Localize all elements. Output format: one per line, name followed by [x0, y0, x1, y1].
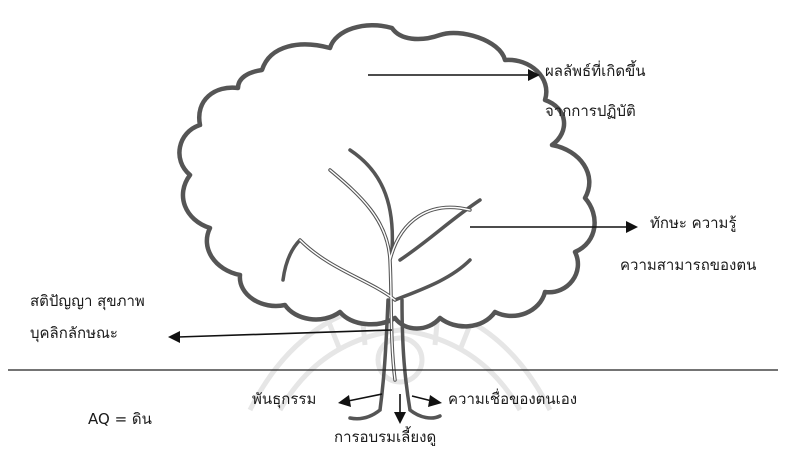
arrow-genetics: [338, 394, 382, 407]
label-upbringing: การอบรมเลี้ยงดู: [334, 428, 436, 446]
label-skills-line1: ทักษะ ความรู้: [650, 214, 737, 232]
label-results-line2: จากการปฏิบัติ: [545, 102, 636, 120]
label-results-line1: ผลลัพธ์ที่เกิดขึ้น: [545, 62, 646, 80]
arrow-self-belief: [412, 395, 442, 407]
label-self-belief: ความเชื่อของตนเอง: [448, 390, 577, 408]
label-genetics: พันธุกรรม: [252, 390, 316, 408]
label-intellect-line2: บุคลิกลักษณะ: [30, 324, 118, 342]
arrow-upbringing: [394, 394, 406, 424]
label-intellect-line1: สติปัญญา สุขภาพ: [30, 292, 145, 310]
label-skills-line2: ความสามารถของตน: [620, 256, 756, 274]
label-aq-soil: AQ = ดิน: [88, 410, 152, 428]
